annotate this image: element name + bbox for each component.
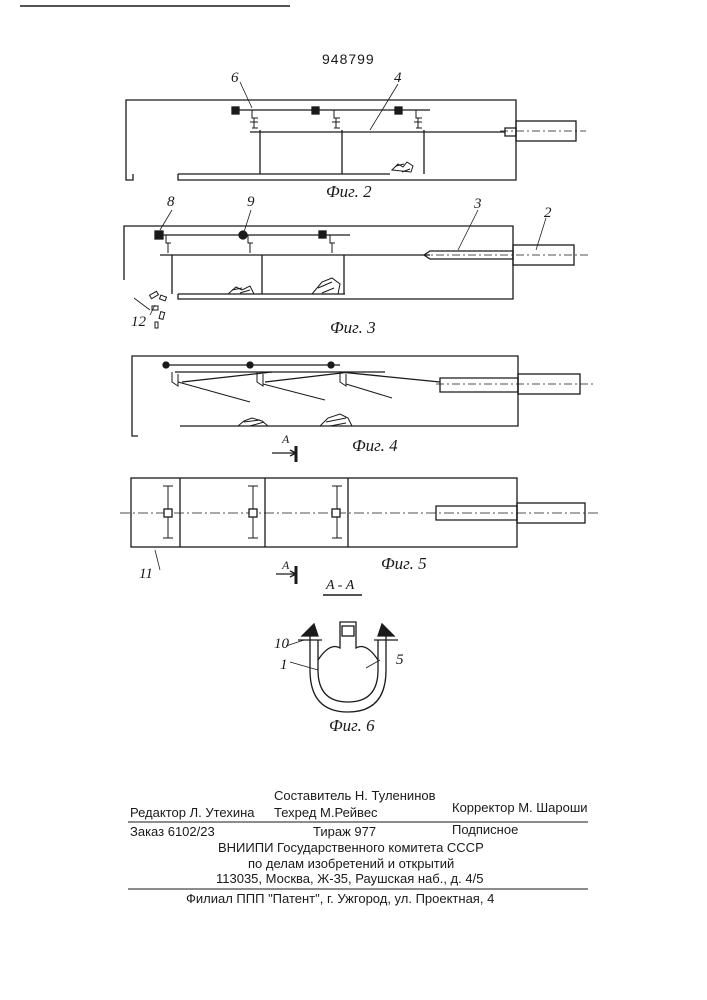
figure-3-caption: Фиг. 3 [330, 318, 376, 338]
label-8: 8 [167, 194, 175, 211]
figure-3-drawing [124, 226, 588, 328]
patent-number: 948799 [322, 51, 375, 67]
label-11: 11 [139, 566, 153, 583]
label-1: 1 [280, 657, 288, 674]
label-9: 9 [247, 194, 255, 211]
footer-editor: Редактор Л. Утехина [130, 805, 255, 820]
footer-address: 113035, Москва, Ж-35, Раушская наб., д. … [216, 871, 483, 886]
section-title-a-a: A - A [326, 578, 354, 594]
label-4: 4 [394, 70, 402, 87]
label-12: 12 [131, 314, 146, 331]
label-5: 5 [396, 652, 404, 669]
footer-org-line1: ВНИИПИ Государственного комитета СССР [218, 840, 484, 855]
figure-5-caption: Фиг. 5 [381, 554, 427, 574]
section-mark-a-top: A [282, 432, 289, 447]
label-2: 2 [544, 205, 552, 222]
footer-circulation: Тираж 977 [313, 824, 376, 839]
figure-4-caption: Фиг. 4 [352, 436, 398, 456]
figure-6-caption: Фиг. 6 [329, 716, 375, 736]
footer-branch: Филиал ППП "Патент", г. Ужгород, ул. Про… [186, 891, 494, 906]
section-mark-a-bottom: A [282, 558, 289, 573]
footer-org-line2: по делам изобретений и открытий [248, 856, 454, 871]
footer-techred: Техред М.Рейвес [274, 805, 378, 820]
label-6: 6 [231, 70, 239, 87]
figure-2-drawing [126, 100, 586, 180]
footer-subscription: Подписное [452, 822, 518, 837]
footer-compiler: Составитель Н. Туленинов [274, 788, 436, 803]
figure-2-caption: Фиг. 2 [326, 182, 372, 202]
label-3: 3 [474, 196, 482, 213]
label-10: 10 [274, 636, 289, 653]
figure-6-drawing [286, 595, 398, 712]
figure-5-drawing [120, 478, 600, 584]
footer-order: Заказ 6102/23 [130, 824, 215, 839]
footer-corrector: Корректор М. Шароши [452, 800, 588, 815]
